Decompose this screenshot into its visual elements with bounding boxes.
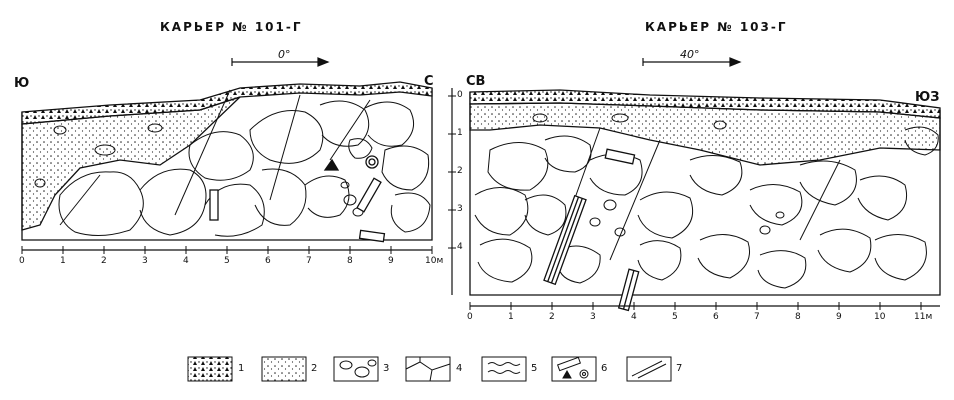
loam-icon — [481, 356, 527, 382]
legend-number: 3 — [383, 363, 390, 374]
right-side-label-sw: ЮЗ — [915, 90, 940, 105]
left-direction-arrow — [231, 57, 330, 67]
right-x-tick: 7 — [754, 312, 760, 322]
right-x-tick: 6 — [713, 312, 719, 322]
blocks-icon — [405, 356, 451, 382]
right-x-tick: 10 — [874, 312, 886, 322]
right-x-tick: 4 — [631, 312, 637, 322]
wood-shell-icon — [551, 356, 597, 382]
left-x-tick: 3 — [142, 256, 148, 266]
left-x-tick: 1 — [60, 256, 66, 266]
left-x-tick: 5 — [224, 256, 230, 266]
left-section-profile — [21, 81, 433, 243]
soil-icon — [187, 356, 233, 382]
right-side-label-ne: СВ — [466, 74, 486, 89]
right-x-tick: 3 — [590, 312, 596, 322]
right-x-tick: 11м — [914, 312, 933, 322]
right-direction-arrow — [642, 57, 742, 67]
legend-number: 7 — [676, 363, 683, 374]
left-x-tick: 4 — [183, 256, 189, 266]
depth-tick: 2 — [457, 166, 463, 176]
left-section-title: КАРЬЕР № 101-Г — [160, 20, 303, 34]
left-x-tick: 6 — [265, 256, 271, 266]
right-x-tick: 2 — [549, 312, 555, 322]
right-x-tick: 0 — [467, 312, 473, 322]
fault-icon — [626, 356, 672, 382]
legend-number: 4 — [456, 363, 463, 374]
right-x-tick: 9 — [836, 312, 842, 322]
right-x-tick: 5 — [672, 312, 678, 322]
legend-number: 2 — [311, 363, 318, 374]
right-x-tick: 1 — [508, 312, 514, 322]
depth-tick: 0 — [457, 90, 463, 100]
boulders-icon — [333, 356, 379, 382]
left-side-label-south: Ю — [14, 76, 30, 91]
left-side-label-north: С — [424, 74, 434, 89]
legend-number: 6 — [601, 363, 608, 374]
depth-tick: 3 — [457, 204, 463, 214]
left-direction-label: 0° — [278, 48, 291, 61]
left-x-tick: 8 — [347, 256, 353, 266]
depth-tick: 4 — [457, 242, 463, 252]
depth-tick: 1 — [457, 128, 463, 138]
left-x-tick: 0 — [19, 256, 25, 266]
left-x-tick: 2 — [101, 256, 107, 266]
right-direction-label: 40° — [680, 48, 700, 61]
legend-number: 1 — [238, 363, 245, 374]
right-x-tick: 8 — [795, 312, 801, 322]
left-x-tick: 7 — [306, 256, 312, 266]
sand-icon — [261, 356, 307, 382]
left-x-tick: 10м — [425, 256, 444, 266]
left-x-tick: 9 — [388, 256, 394, 266]
legend-number: 5 — [531, 363, 538, 374]
right-section-title: КАРЬЕР № 103-Г — [645, 20, 788, 34]
right-section-profile — [469, 89, 941, 312]
